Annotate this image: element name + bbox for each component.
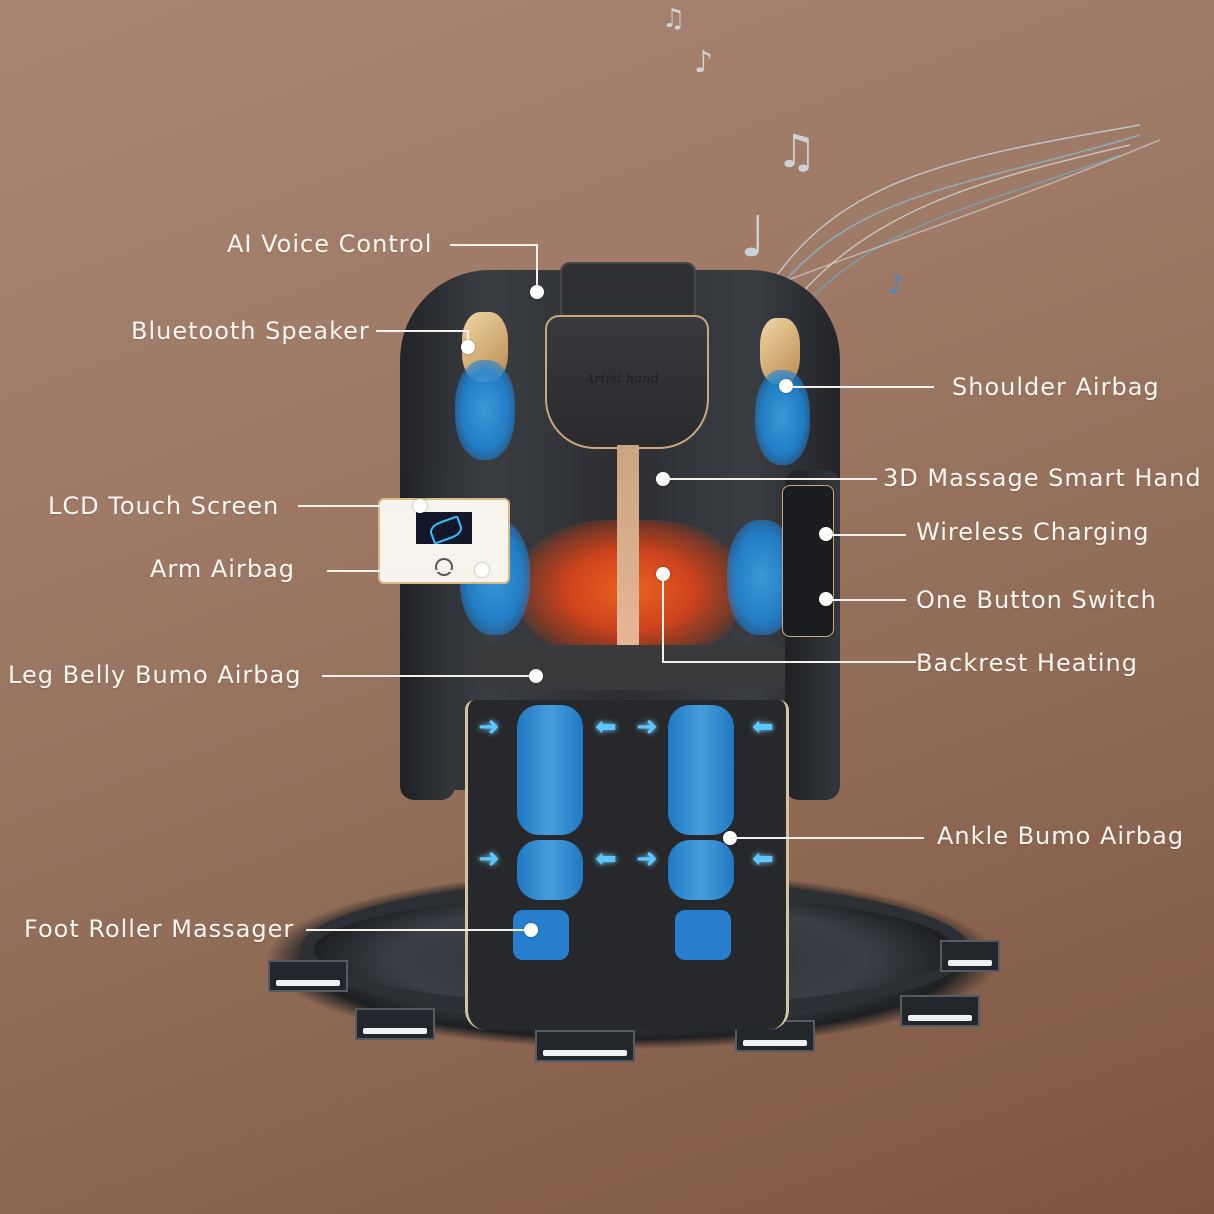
label-wireless-charging: Wireless Charging [916, 518, 1150, 546]
callout-dot [529, 669, 543, 683]
brand-logo: Artist hand [585, 372, 659, 387]
label-shoulder-airbag: Shoulder Airbag [952, 373, 1160, 401]
base-light-block [940, 940, 1000, 972]
arrow-right-icon: ➜ [636, 844, 658, 874]
head-pillow [545, 315, 709, 449]
callout-dot [475, 563, 489, 577]
callout-line [786, 386, 934, 388]
label-leg-belly-bumo-airbag: Leg Belly Bumo Airbag [8, 661, 302, 689]
arrow-right-icon: ➜ [478, 844, 500, 874]
lcd-screen [416, 512, 472, 544]
arrow-left-icon: ⬅ [752, 712, 774, 742]
music-note-icon: ♩ [740, 205, 767, 270]
label-backrest-heating: Backrest Heating [916, 649, 1138, 677]
arrow-right-icon: ➜ [478, 712, 500, 742]
label-one-button-switch: One Button Switch [916, 586, 1157, 614]
callout-line [663, 478, 877, 480]
ankle-airbag-left [517, 840, 583, 900]
base-light-block [535, 1030, 635, 1062]
music-note-icon: ♫ [662, 4, 686, 34]
callout-line [376, 330, 468, 332]
seat-cushion [475, 645, 785, 690]
calf-airbag-right [668, 705, 734, 835]
foot-roller-left [513, 910, 569, 960]
shoulder-airbag-left [455, 360, 515, 460]
base-light-block [900, 995, 980, 1027]
callout-line [662, 661, 916, 663]
music-note-icon: ♪ [694, 45, 714, 80]
foot-roller-right [675, 910, 731, 960]
callout-line [298, 505, 420, 507]
arrow-left-icon: ⬅ [595, 844, 617, 874]
wireless-charging-console [782, 485, 834, 637]
massage-track [617, 445, 639, 665]
callout-line [327, 570, 482, 572]
callout-line [450, 244, 537, 246]
label-ankle-bumo-airbag: Ankle Bumo Airbag [937, 822, 1185, 850]
callout-line [306, 929, 532, 931]
callout-line [826, 599, 906, 601]
callout-dot [530, 285, 544, 299]
music-note-icon: ♫ [776, 124, 818, 178]
callout-line [322, 675, 536, 677]
power-icon [435, 558, 453, 576]
arrow-left-icon: ⬅ [752, 844, 774, 874]
label-ai-voice-control: AI Voice Control [227, 230, 433, 258]
callout-line [536, 244, 538, 292]
leg-rest [465, 700, 789, 1030]
callout-line [730, 837, 924, 839]
callout-dot [413, 499, 427, 513]
arrow-right-icon: ➜ [636, 712, 658, 742]
music-note-icon: ♪ [888, 270, 905, 300]
ankle-airbag-right [668, 840, 734, 900]
label-3d-massage-smart-hand: 3D Massage Smart Hand [883, 464, 1202, 492]
callout-dot [461, 340, 475, 354]
base-light-block [355, 1008, 435, 1040]
arrow-left-icon: ⬅ [595, 712, 617, 742]
label-arm-airbag: Arm Airbag [150, 555, 295, 583]
calf-airbag-left [517, 705, 583, 835]
callout-line [662, 574, 664, 662]
callout-line [467, 330, 469, 346]
label-lcd-touch-screen: LCD Touch Screen [48, 492, 280, 520]
label-foot-roller-massager: Foot Roller Massager [24, 915, 295, 943]
base-light-block [268, 960, 348, 992]
label-bluetooth-speaker: Bluetooth Speaker [131, 317, 370, 345]
callout-dot [524, 923, 538, 937]
callout-line [826, 534, 906, 536]
